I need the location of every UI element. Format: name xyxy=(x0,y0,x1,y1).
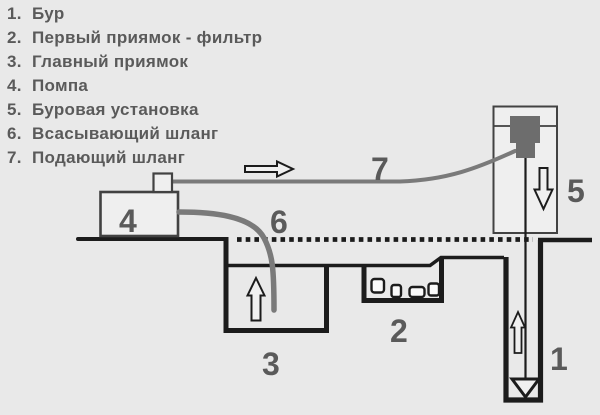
filter-pit-outline xyxy=(361,259,444,303)
legend-item-label: Буровая установка xyxy=(32,100,199,119)
supply-hose-7 xyxy=(170,149,517,184)
filter-stone xyxy=(370,277,386,294)
label-filter-pit-2: 2 xyxy=(390,313,408,349)
label-pump-4: 4 xyxy=(119,203,137,239)
pump-outlet xyxy=(152,172,174,194)
legend-item-label: Всасывающий шланг xyxy=(32,124,219,143)
legend-item-number: 5. xyxy=(7,100,22,119)
rig-motor xyxy=(510,116,540,158)
borehole-outline xyxy=(503,240,544,403)
legend-item: 1. Бур xyxy=(7,2,262,26)
legend-item-label: Подающий шланг xyxy=(32,148,186,167)
legend-item-label: Бур xyxy=(32,4,65,23)
filter-stone xyxy=(408,285,426,299)
label-main-pit-3: 3 xyxy=(262,346,280,382)
legend-item: 2. Первый приямок - фильтр xyxy=(7,26,262,50)
borehole-up-arrow-icon xyxy=(509,309,527,354)
filter-stone xyxy=(390,283,403,299)
legend-item-number: 3. xyxy=(7,52,22,71)
legend-item-label: Первый приямок - фильтр xyxy=(32,28,263,47)
main-pit-outline xyxy=(223,237,329,333)
water-channel-line xyxy=(228,255,504,268)
legend-item-number: 7. xyxy=(7,148,22,167)
label-borehole-1: 1 xyxy=(550,341,568,377)
pump-body xyxy=(99,190,180,238)
legend-item: 3. Главный приямок xyxy=(7,50,262,74)
flow-right-arrow-icon xyxy=(244,159,296,179)
filter-stone xyxy=(427,282,441,297)
label-suction-hose-6: 6 xyxy=(270,204,288,240)
rig-down-arrow-icon xyxy=(532,167,555,212)
label-rig-5: 5 xyxy=(567,173,585,209)
main-pit-up-arrow-icon xyxy=(245,275,267,322)
drill-bit-icon xyxy=(509,377,542,400)
legend-item-number: 2. xyxy=(7,28,22,47)
legend-item-label: Помпа xyxy=(32,76,89,95)
legend-item-number: 6. xyxy=(7,124,22,143)
legend-item-number: 4. xyxy=(7,76,22,95)
legend-item-number: 1. xyxy=(7,4,22,23)
suction-hose-6 xyxy=(176,209,277,313)
legend-item: 5. Буровая установка xyxy=(7,98,262,122)
legend-item: 7. Подающий шланг xyxy=(7,146,262,170)
legend-item: 6. Всасывающий шланг xyxy=(7,122,262,146)
legend-item-label: Главный приямок xyxy=(32,52,189,71)
legend: 1. Бур 2. Первый приямок - фильтр 3. Главны… xyxy=(7,2,262,170)
label-supply-hose-7: 7 xyxy=(371,151,389,187)
legend-item: 4. Помпа xyxy=(7,74,262,98)
